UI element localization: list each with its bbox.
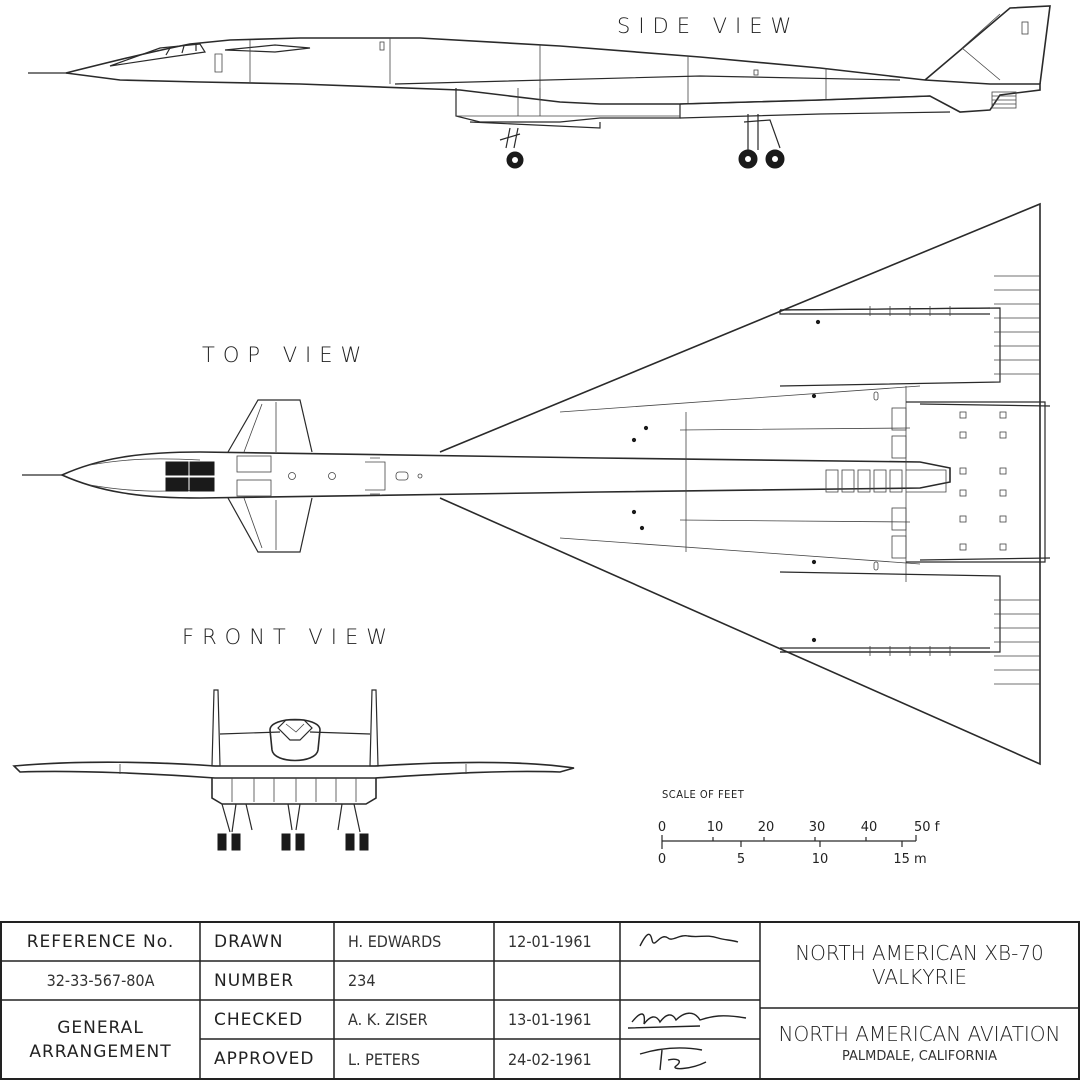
- scale-m-5: 5: [737, 852, 745, 867]
- title-block-grid: [0, 921, 1080, 1080]
- scale-bar: 0 10 20 30 40 50 ft 0 5 10 15 m: [658, 820, 940, 867]
- date-checked: 13-01-1961: [508, 1010, 592, 1029]
- front-view-drawing: [12, 689, 575, 851]
- role-approved: APPROVED: [214, 1049, 315, 1069]
- scale-m-15: 15 m: [893, 852, 926, 867]
- signature-checked: [627, 1012, 747, 1029]
- company-location: PALMDALE, CALIFORNIA: [842, 1048, 997, 1064]
- company-block: NORTH AMERICAN AVIATION PALMDALE, CALIFO…: [760, 1008, 1079, 1079]
- drawing-type-line-2: ARRANGEMENT: [29, 1041, 172, 1062]
- scale-ft-0: 0: [658, 820, 666, 835]
- aircraft-line-2: VALKYRIE: [872, 965, 967, 989]
- top-view-drawing: [22, 202, 1051, 766]
- scale-m-0: 0: [658, 852, 666, 867]
- scale-ft-20: 20: [758, 820, 775, 835]
- drawing-type-line-1: GENERAL: [57, 1017, 144, 1038]
- scale-ft-30: 30: [809, 820, 826, 835]
- drawing-type: GENERAL ARRANGEMENT: [1, 1000, 200, 1079]
- aircraft-line-1: NORTH AMERICAN XB-70: [795, 941, 1044, 965]
- scale-ft-10: 10: [707, 820, 724, 835]
- date-drawn: 12-01-1961: [508, 932, 592, 951]
- side-view-drawing: [28, 5, 1051, 169]
- role-drawn: DRAWN: [214, 931, 284, 952]
- date-number: [494, 961, 620, 1000]
- aircraft-title: NORTH AMERICAN XB-70 VALKYRIE: [760, 922, 1079, 1008]
- scale-ft-50: 50 ft: [914, 820, 940, 835]
- scale-m-10: 10: [812, 852, 829, 867]
- top-view-label: TOP VIEW: [202, 343, 370, 367]
- name-number: 234: [348, 971, 376, 990]
- signature-approved: [639, 1047, 707, 1071]
- scale-title: SCALE OF FEET: [662, 788, 745, 801]
- side-view-label: SIDE VIEW: [617, 14, 800, 38]
- date-approved: 24-02-1961: [508, 1049, 592, 1069]
- title-block: REFERENCE No. 32-33-567-80A GENERAL ARRA…: [0, 920, 1080, 1080]
- reference-value: 32-33-567-80A: [46, 971, 155, 990]
- name-approved: L. PETERS: [348, 1049, 420, 1069]
- role-checked: CHECKED: [214, 1009, 304, 1030]
- name-checked: A. K. ZISER: [348, 1010, 428, 1029]
- name-drawn: H. EDWARDS: [348, 932, 442, 951]
- scale-ft-40: 40: [861, 820, 878, 835]
- reference-label: REFERENCE No.: [26, 931, 175, 952]
- role-number: NUMBER: [214, 970, 295, 991]
- company-name: NORTH AMERICAN AVIATION: [778, 1021, 1061, 1046]
- signature-drawn: [639, 933, 739, 947]
- front-view-label: FRONT VIEW: [182, 625, 396, 649]
